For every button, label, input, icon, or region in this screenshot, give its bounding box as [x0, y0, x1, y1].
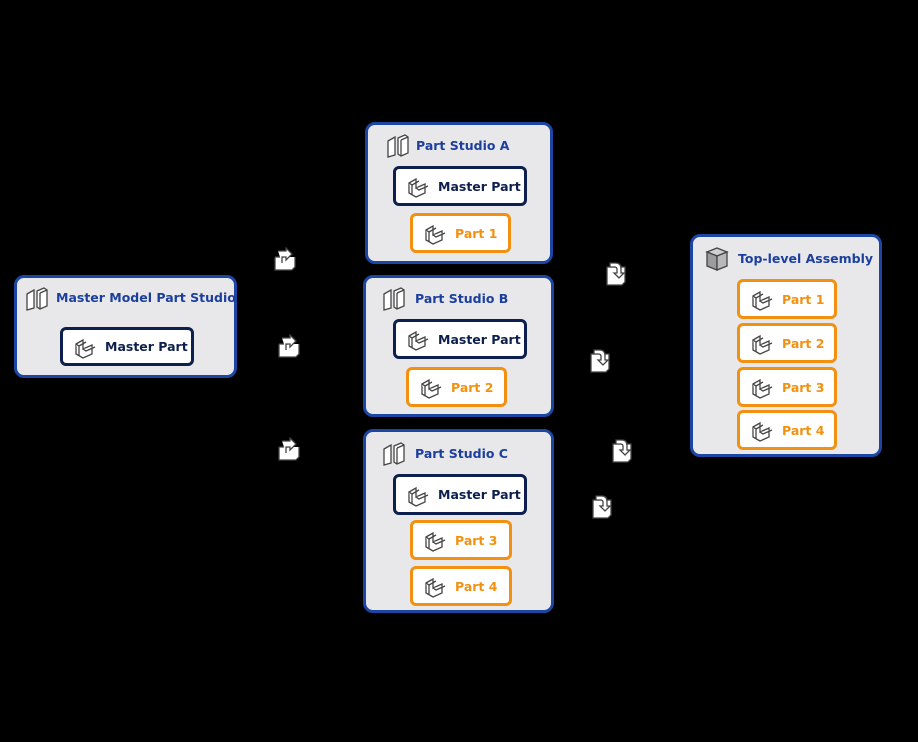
panel-title: Part Studio B: [415, 291, 509, 306]
chip-label: Part 2: [451, 379, 494, 395]
chip-label: Part 3: [782, 379, 825, 395]
chip-label: Master Part: [438, 487, 521, 502]
part-studio-a[interactable]: Part Studio A Master Part Part 1: [365, 122, 553, 264]
part-1-chip[interactable]: Part 1: [410, 213, 511, 253]
assembly-part-3-chip[interactable]: Part 3: [737, 367, 837, 407]
insert-icon: [612, 439, 632, 463]
chip-label: Part 3: [455, 532, 498, 548]
panel-title: Part Studio A: [416, 138, 510, 153]
assembly-part-1-chip[interactable]: Part 1: [737, 279, 837, 319]
panel-title: Part Studio C: [415, 446, 508, 461]
part-icon: [75, 338, 96, 359]
part-studio-icon: [383, 442, 405, 466]
part-studio-icon: [26, 287, 48, 311]
part-icon: [408, 330, 429, 351]
chip-label: Master Part: [438, 331, 521, 347]
assembly-icon: [705, 247, 729, 271]
part-icon: [752, 421, 773, 442]
part-3-chip[interactable]: Part 3: [410, 520, 512, 560]
part-studio-b[interactable]: Part Studio B Master Part Part 2: [363, 275, 554, 417]
part-studio-icon: [387, 134, 409, 158]
assembly-part-2-chip[interactable]: Part 2: [737, 323, 837, 363]
part-2-chip[interactable]: Part 2: [406, 367, 507, 407]
part-studio-c[interactable]: Part Studio C Master Part Part 3 Part 4: [363, 429, 554, 613]
panel-title: Master Model Part Studio: [56, 290, 236, 305]
part-icon: [752, 378, 773, 399]
part-icon: [408, 486, 429, 507]
chip-label: Part 4: [455, 578, 498, 594]
master-part-chip[interactable]: Master Part: [60, 327, 194, 366]
chip-label: Part 1: [782, 291, 825, 307]
part-icon: [421, 378, 442, 399]
insert-icon: [592, 495, 612, 519]
chip-label: Part 2: [782, 335, 825, 351]
part-icon: [425, 577, 446, 598]
part-4-chip[interactable]: Part 4: [410, 566, 512, 606]
part-icon: [752, 334, 773, 355]
master-part-chip[interactable]: Master Part: [393, 319, 527, 359]
part-icon: [752, 290, 773, 311]
derive-icon: [274, 247, 296, 271]
derive-icon: [278, 334, 300, 358]
top-level-assembly[interactable]: Top-level Assembly Part 1 Part 2 Part 3 …: [690, 234, 882, 457]
chip-label: Part 1: [455, 225, 498, 241]
insert-icon: [590, 349, 610, 373]
derive-icon: [278, 437, 300, 461]
part-icon: [425, 531, 446, 552]
assembly-part-4-chip[interactable]: Part 4: [737, 410, 837, 450]
panel-title: Top-level Assembly: [738, 251, 874, 266]
part-icon: [408, 177, 429, 198]
chip-label: Master Part: [105, 339, 188, 354]
master-part-chip[interactable]: Master Part: [393, 474, 527, 515]
master-model-part-studio[interactable]: Master Model Part Studio Master Part: [14, 275, 237, 378]
chip-label: Part 4: [782, 422, 825, 438]
part-icon: [425, 224, 446, 245]
chip-label: Master Part: [438, 178, 521, 194]
part-studio-icon: [383, 287, 405, 311]
insert-icon: [606, 262, 626, 286]
master-part-chip[interactable]: Master Part: [393, 166, 527, 206]
